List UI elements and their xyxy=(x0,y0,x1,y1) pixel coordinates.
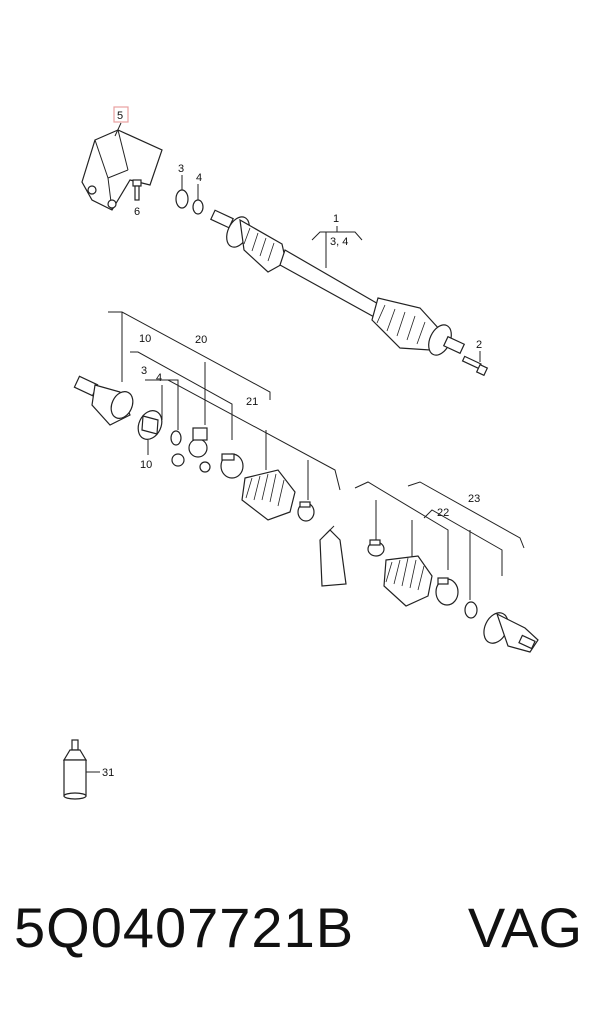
grease-tube-part xyxy=(319,525,347,587)
cv-joint-outer-part xyxy=(483,612,539,653)
circlip-part xyxy=(175,189,189,209)
label-31: 31 xyxy=(102,767,114,779)
boot-inner-part xyxy=(241,469,296,521)
label-1: 1 xyxy=(333,213,339,225)
label-2: 2 xyxy=(476,339,482,351)
label-5: 5 xyxy=(117,110,123,122)
clamp-outer-small-part xyxy=(367,539,385,557)
cv-joint-inner-part xyxy=(73,375,134,426)
label-6: 6 xyxy=(134,206,140,218)
brand-text: VAG xyxy=(467,896,582,959)
boot-outer-part xyxy=(383,555,433,607)
tripod-housing-part xyxy=(137,410,163,440)
axle-bolt-part xyxy=(461,355,489,377)
sealant-bottle-part xyxy=(62,739,88,800)
label-10-upper: 10 xyxy=(139,333,151,345)
drive-shaft-assembly xyxy=(210,209,466,356)
label-3-lower: 3 xyxy=(141,365,147,377)
clamp-inner-part xyxy=(220,453,244,479)
label-5-highlight-box xyxy=(113,106,129,123)
clamp-outer-part xyxy=(435,577,459,606)
label-21: 21 xyxy=(246,396,258,408)
label-23: 23 xyxy=(468,493,480,505)
tripod-part xyxy=(171,427,211,473)
clamp-small-part xyxy=(297,501,315,522)
ring-part xyxy=(192,199,204,215)
exploded-parts-diagram: 5 6 3 4 1 3, 4 2 10 20 3 4 21 xyxy=(62,106,539,800)
label-10-lower: 10 xyxy=(140,459,152,471)
ring-outer-part xyxy=(464,601,478,619)
small-ring-part xyxy=(170,430,182,446)
heat-shield-part xyxy=(81,129,163,211)
label-4-upper: 4 xyxy=(196,172,202,184)
bolt-part xyxy=(132,179,142,201)
label-3-4: 3, 4 xyxy=(330,236,348,248)
part-number-text: 5Q0407721B xyxy=(14,896,355,959)
label-20: 20 xyxy=(195,334,207,346)
label-4-lower: 4 xyxy=(156,372,162,384)
label-22: 22 xyxy=(437,507,449,519)
label-3-upper: 3 xyxy=(178,163,184,175)
